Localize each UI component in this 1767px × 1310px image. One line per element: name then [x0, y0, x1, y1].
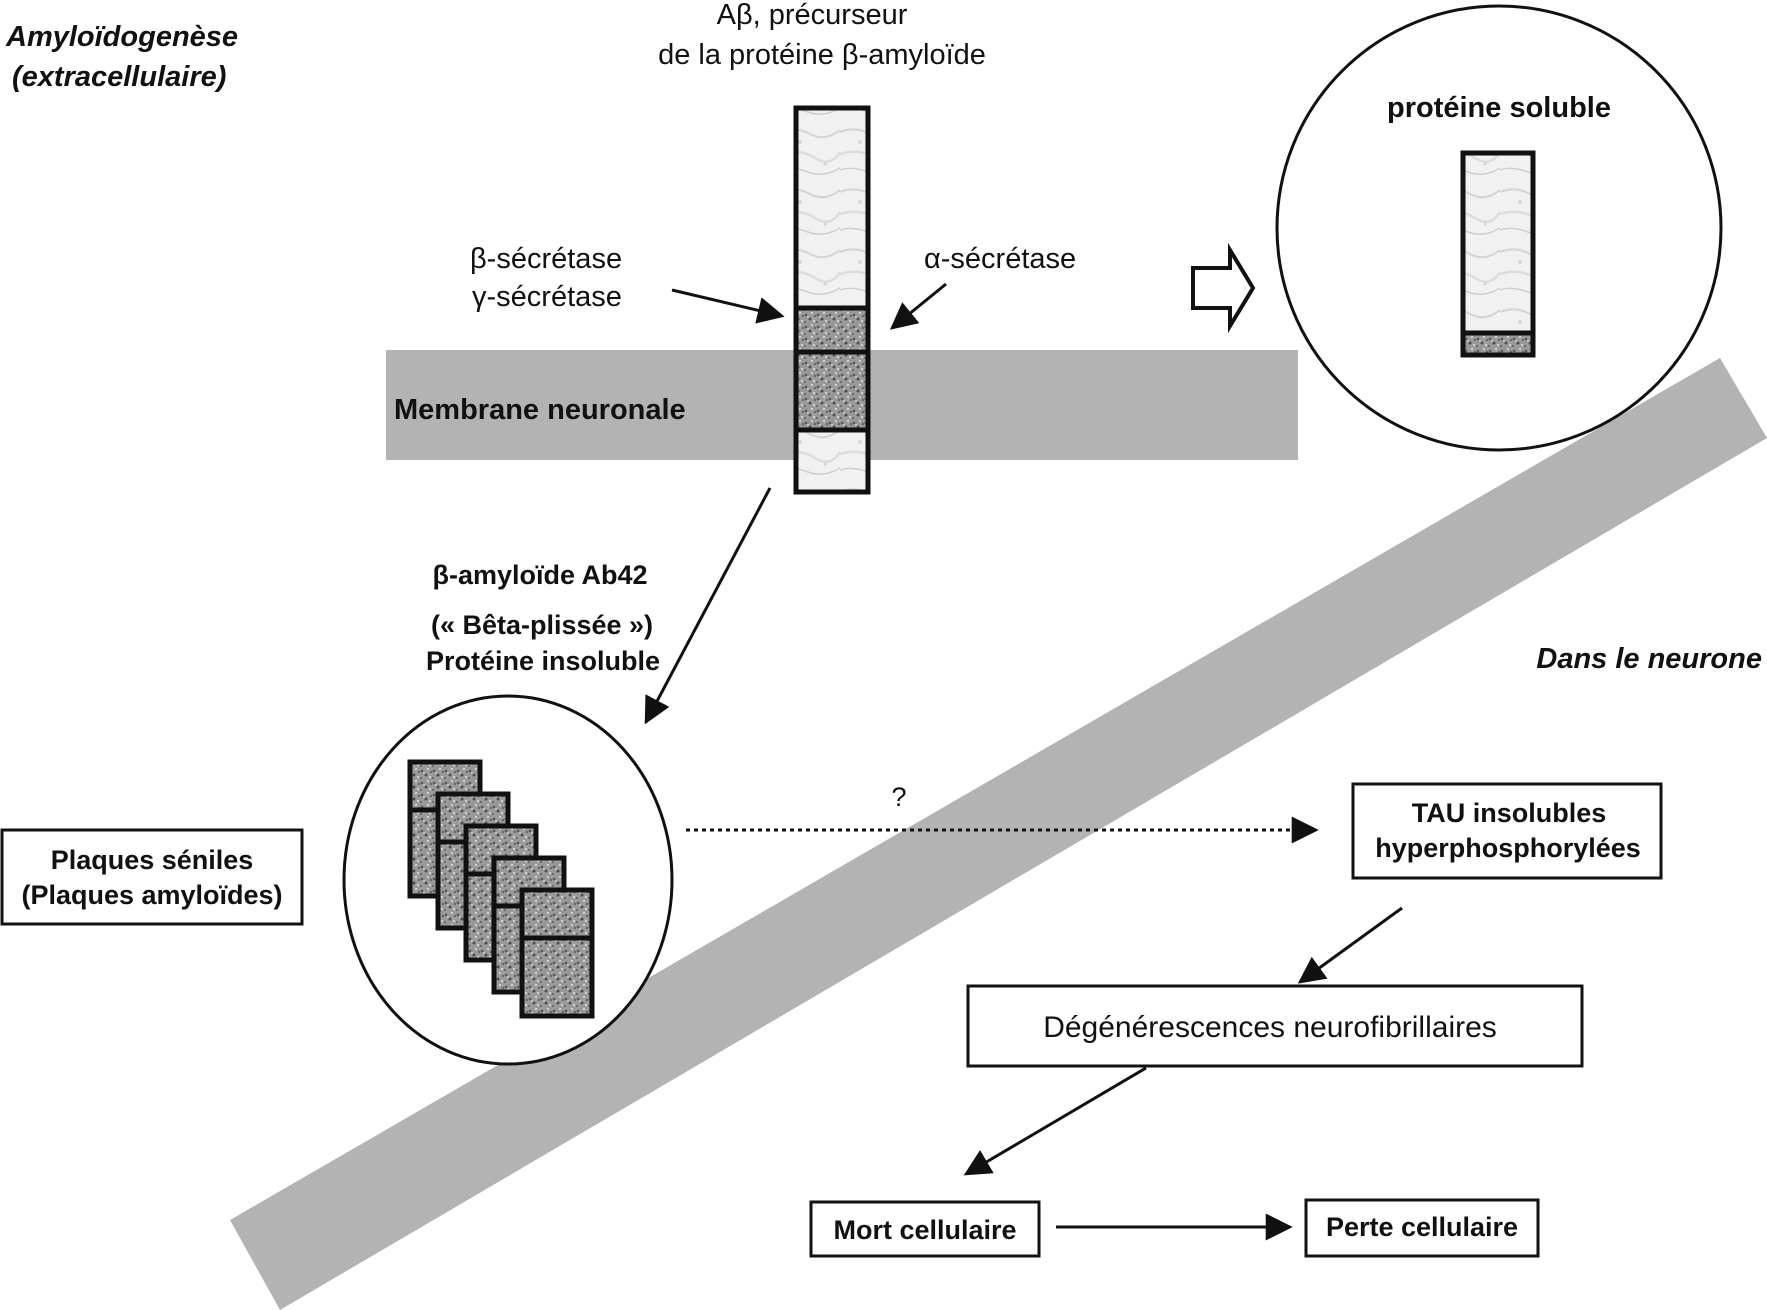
- degeneration-to-death-arrow: [963, 1066, 1147, 1176]
- membrane-label: Membrane neuronale: [394, 394, 686, 426]
- alpha-secretase-arrow: [889, 282, 947, 330]
- cell-death-label: Mort cellulaire: [833, 1215, 1016, 1245]
- amyloid-label-line3: Protéine insoluble: [426, 646, 660, 676]
- extracellular-title-line1: Amyloïdogenèse: [5, 21, 238, 53]
- gamma-secretase-label: γ-sécrétase: [472, 281, 622, 313]
- amyloid-label-line1: β-amyloïde Ab42: [432, 560, 647, 590]
- precursor-label-line2: de la protéine β-amyloïde: [658, 39, 986, 71]
- senile-plaques-line2: (Plaques amyloïdes): [21, 880, 282, 910]
- soluble-protein-bar: [1460, 150, 1536, 358]
- soluble-protein-label: protéine soluble: [1387, 92, 1611, 124]
- cell-death-box: [809, 1200, 1041, 1258]
- senile-plaques-box: [0, 828, 304, 926]
- tau-to-degeneration-arrow: [1297, 906, 1403, 984]
- senile-plaques-line1: Plaques séniles: [51, 845, 254, 875]
- degeneration-box: [966, 984, 1584, 1068]
- precursor-protein-bar: [793, 105, 871, 495]
- question-mark: ?: [891, 782, 906, 812]
- stacked-aggregate-bars: [407, 759, 595, 1019]
- beta-secretase-label: β-sécrétase: [470, 243, 622, 275]
- alpha-secretase-label: α-sécrétase: [924, 243, 1076, 275]
- amyloid-label-line2: (« Bêta-plissée »): [431, 610, 653, 640]
- separator-band: [230, 358, 1767, 1310]
- extracellular-title-line2: (extracellulaire): [12, 61, 226, 93]
- precursor-label-line1: Aβ, précurseur: [717, 0, 908, 31]
- tau-line2: hyperphosphorylées: [1375, 833, 1641, 863]
- degeneration-label: Dégénérescences neurofibrillaires: [1043, 1011, 1497, 1044]
- tau-box: [1351, 782, 1663, 880]
- cell-loss-label: Perte cellulaire: [1326, 1212, 1518, 1242]
- cleavage-to-aggregate-arrow: [644, 487, 772, 725]
- intraneuron-title: Dans le neurone: [1536, 643, 1762, 675]
- hollow-arrow-to-soluble: [1191, 242, 1256, 334]
- tau-line1: TAU insolubles: [1412, 798, 1607, 828]
- beta-secretase-arrow: [671, 288, 785, 324]
- cell-loss-box: [1304, 1198, 1540, 1258]
